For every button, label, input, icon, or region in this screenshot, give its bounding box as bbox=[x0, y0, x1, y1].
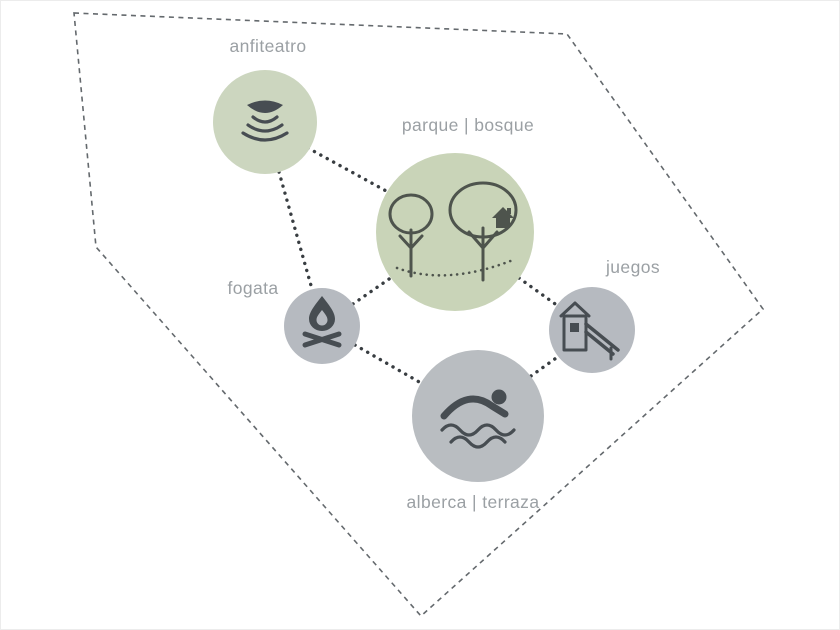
campfire-icon bbox=[302, 296, 342, 348]
trees-icon bbox=[388, 181, 518, 282]
amphitheater-icon bbox=[241, 100, 289, 142]
node-label-alberca: alberca | terraza bbox=[407, 492, 540, 512]
node-parque: parque | bosque bbox=[376, 115, 534, 311]
node-juegos: juegos bbox=[549, 257, 660, 373]
node-label-fogata: fogata bbox=[227, 278, 278, 298]
edge-anfiteatro-parque bbox=[306, 146, 390, 194]
node-alberca-bubble bbox=[412, 350, 544, 482]
node-anfiteatro: anfiteatro bbox=[213, 36, 317, 174]
swimmer-icon bbox=[440, 389, 516, 449]
edge-fogata-parque bbox=[351, 275, 394, 306]
water-waves bbox=[440, 423, 516, 449]
ground-path-dots bbox=[395, 258, 515, 277]
node-label-anfiteatro: anfiteatro bbox=[230, 36, 307, 56]
edge-parque-juegos bbox=[517, 276, 560, 308]
node-label-juegos: juegos bbox=[605, 257, 660, 277]
node-parque-bubble bbox=[376, 153, 534, 311]
site-boundary-outline bbox=[73, 12, 765, 618]
node-label-parque: parque | bosque bbox=[402, 115, 534, 135]
playground-icon bbox=[559, 301, 620, 361]
edge-anfiteatro-fogata bbox=[277, 170, 314, 291]
edges bbox=[277, 146, 561, 385]
edge-alberca-juegos bbox=[529, 354, 561, 378]
house-icon bbox=[492, 207, 514, 228]
node-fogata: fogata bbox=[227, 278, 360, 364]
node-alberca: alberca | terraza bbox=[407, 350, 544, 512]
edge-fogata-alberca bbox=[353, 343, 423, 385]
